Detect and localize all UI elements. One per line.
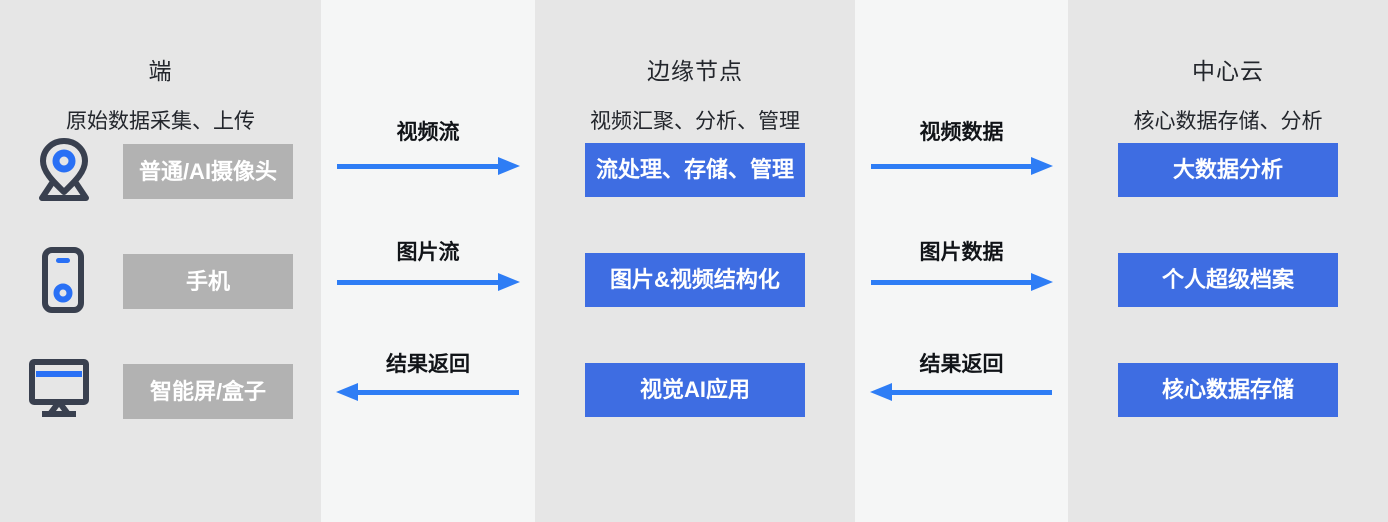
arrow-left-result-return-2 xyxy=(870,383,1052,401)
arrow-right-image-data xyxy=(871,273,1053,291)
flow-gap-edge-cloud: 视频数据 图片数据 结果返回 xyxy=(855,0,1068,522)
phone-icon xyxy=(42,247,84,313)
cloud-box-personal-super-profile: 个人超级档案 xyxy=(1118,253,1338,307)
camera-pin-icon xyxy=(39,138,89,201)
edge-box-vision-ai: 视觉AI应用 xyxy=(585,363,805,417)
flow-label-result-return-2: 结果返回 xyxy=(919,353,1004,376)
flow-label-image-stream: 图片流 xyxy=(396,241,460,264)
arrow-left-result-return xyxy=(336,383,519,401)
arrow-right-image-stream xyxy=(337,273,520,291)
device-label-camera: 普通/AI摄像头 xyxy=(123,144,293,199)
cloud-box-big-data-analysis: 大数据分析 xyxy=(1118,143,1338,197)
central-cloud-column: 中心云 核心数据存储、分析 大数据分析 个人超级档案 核心数据存储 xyxy=(1068,0,1388,522)
terminal-column: 端 原始数据采集、上传 普通/AI摄像头 手机 智能屏/盒子 xyxy=(0,0,321,522)
edge-node-column-subtitle: 视频汇聚、分析、管理 xyxy=(590,110,800,133)
device-label-smart-screen: 智能屏/盒子 xyxy=(123,364,293,419)
device-label-phone: 手机 xyxy=(123,254,293,309)
smart-screen-icon xyxy=(29,359,89,417)
arrow-right-video-stream xyxy=(337,157,520,175)
edge-box-stream-processing: 流处理、存储、管理 xyxy=(585,143,805,197)
terminal-column-subtitle: 原始数据采集、上传 xyxy=(66,110,255,133)
edge-node-column: 边缘节点 视频汇聚、分析、管理 流处理、存储、管理 图片&视频结构化 视觉AI应… xyxy=(535,0,855,522)
flow-label-video-stream: 视频流 xyxy=(396,121,460,144)
central-cloud-column-title: 中心云 xyxy=(1192,58,1264,84)
flow-label-image-data: 图片数据 xyxy=(919,241,1004,264)
arrow-right-video-data xyxy=(871,157,1053,175)
flow-gap-terminal-edge: 视频流 图片流 结果返回 xyxy=(321,0,535,522)
edge-box-structuring: 图片&视频结构化 xyxy=(585,253,805,307)
cloud-box-core-data-storage: 核心数据存储 xyxy=(1118,363,1338,417)
terminal-column-title: 端 xyxy=(148,58,173,84)
central-cloud-column-subtitle: 核心数据存储、分析 xyxy=(1133,110,1323,133)
flow-label-video-data: 视频数据 xyxy=(919,121,1004,144)
edge-node-column-title: 边缘节点 xyxy=(647,58,743,84)
flow-label-result-return: 结果返回 xyxy=(386,353,470,376)
